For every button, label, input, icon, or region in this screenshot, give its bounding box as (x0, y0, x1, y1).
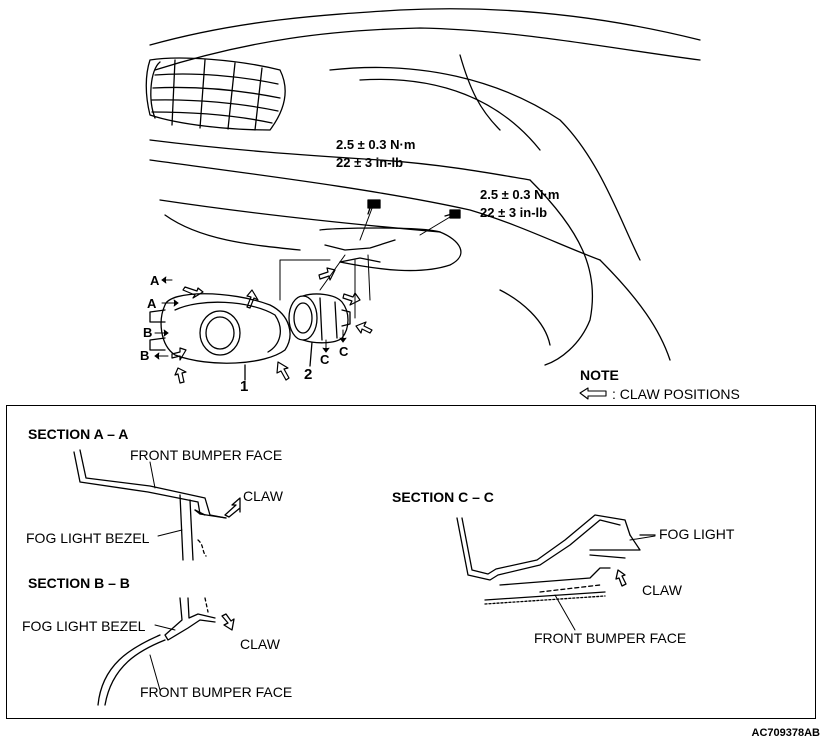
section-a-claw-label: CLAW (243, 488, 283, 504)
section-a-title: SECTION A – A (28, 426, 129, 442)
sections-panel (6, 405, 816, 719)
section-b-claw-label: CLAW (240, 636, 280, 652)
part-number-2: 2 (304, 366, 313, 383)
section-c-claw-label: CLAW (642, 582, 682, 598)
section-c-bumper-label: FRONT BUMPER FACE (534, 630, 687, 646)
callout-c-2: C (339, 344, 349, 359)
bolt-leaders (279, 202, 456, 319)
section-c-fog-light-label: FOG LIGHT (659, 526, 735, 542)
leader-part-2 (309, 341, 313, 367)
callout-c-1: C (320, 352, 330, 367)
section-leaders (149, 461, 656, 691)
section-b-title: SECTION B – B (28, 575, 130, 591)
bolt-top (367, 199, 381, 215)
figure-id: AC709378AB (751, 727, 820, 739)
callout-b-1: B (143, 325, 153, 340)
part-number-1: 1 (240, 378, 249, 395)
callout-a-2: A (147, 296, 157, 311)
section-a-bezel-label: FOG LIGHT BEZEL (26, 530, 150, 546)
section-c-drawing (456, 514, 656, 605)
callout-a-1: A (150, 273, 160, 288)
note-legend: : CLAW POSITIONS (612, 386, 740, 402)
torque-top-inlb: 22 ± 3 in-lb (336, 155, 404, 170)
car-body-outline (149, 8, 701, 366)
grille (145, 57, 286, 131)
torque-right-inlb: 22 ± 3 in-lb (480, 205, 548, 220)
section-a-drawing (73, 449, 241, 561)
torque-right-nm: 2.5 ± 0.3 N·m (480, 187, 560, 202)
fog-light (288, 293, 351, 344)
note-title: NOTE (580, 367, 619, 383)
section-ref-arrows (154, 276, 347, 360)
claw-arrows (171, 267, 373, 384)
torque-top-nm: 2.5 ± 0.3 N·m (336, 137, 416, 152)
section-b-bezel-label: FOG LIGHT BEZEL (22, 618, 146, 634)
bolt-right (444, 209, 461, 219)
section-b-bumper-label: FRONT BUMPER FACE (140, 684, 293, 700)
section-c-title: SECTION C – C (392, 489, 494, 505)
section-a-bumper-label: FRONT BUMPER FACE (130, 447, 283, 463)
callout-b-2: B (140, 348, 150, 363)
torque-top: 2.5 ± 0.3 N·m 22 ± 3 in-lb (336, 136, 415, 172)
fog-light-bezel (149, 293, 291, 364)
torque-right: 2.5 ± 0.3 N·m 22 ± 3 in-lb (480, 186, 559, 222)
section-b-drawing (97, 597, 235, 706)
legend-claw-arrow (579, 387, 607, 400)
